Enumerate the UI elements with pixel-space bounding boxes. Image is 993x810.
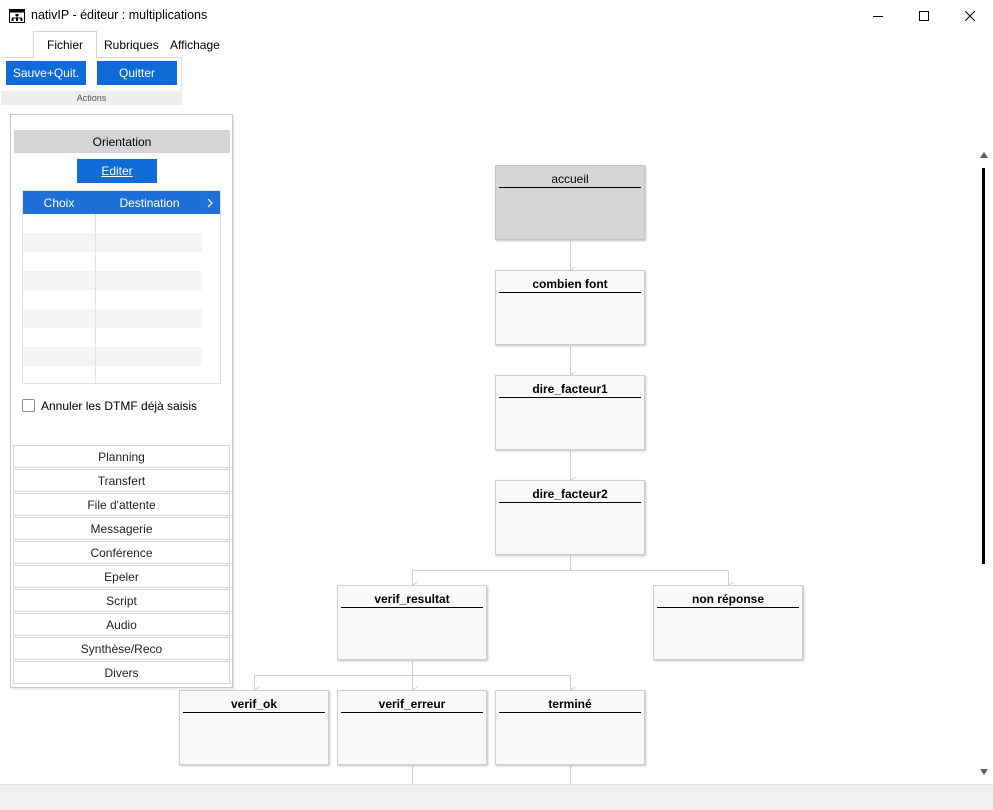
scroll-down-icon[interactable] xyxy=(980,769,988,775)
category-button-epeler[interactable]: Epeler xyxy=(13,565,230,588)
flow-node-accueil[interactable]: accueil xyxy=(495,165,645,240)
scroll-up-icon[interactable] xyxy=(980,152,988,158)
flow-node-non-reponse[interactable]: non réponse xyxy=(653,585,803,660)
flow-node-verif-resultat[interactable]: verif_resultat xyxy=(337,585,487,660)
tab-fichier[interactable]: Fichier xyxy=(33,31,97,58)
node-title: dire_facteur2 xyxy=(499,487,641,503)
category-button-file-attente[interactable]: File d'attente xyxy=(13,493,230,516)
category-button-script[interactable]: Script xyxy=(13,589,230,612)
flow-node-verif-erreur[interactable]: verif_erreur xyxy=(337,690,487,765)
flow-node-termine[interactable]: terminé xyxy=(495,690,645,765)
grid-row[interactable] xyxy=(23,271,202,290)
category-button-transfert[interactable]: Transfert xyxy=(13,469,230,492)
grid-row[interactable] xyxy=(23,309,202,328)
minimize-icon xyxy=(873,15,883,17)
close-icon xyxy=(965,10,975,21)
scrollbar-thumb[interactable] xyxy=(982,168,985,564)
flow-node-combien-font[interactable]: combien font xyxy=(495,270,645,345)
maximize-icon xyxy=(919,10,929,21)
category-button-conference[interactable]: Conférence xyxy=(13,541,230,564)
edit-button[interactable]: Editer xyxy=(77,159,157,183)
category-button-planning[interactable]: Planning xyxy=(13,445,230,468)
window-title: nativIP - éditeur : multiplications xyxy=(31,8,208,22)
category-button-synthese-reco[interactable]: Synthèse/Reco xyxy=(13,637,230,660)
horizontal-scrollbar[interactable] xyxy=(0,784,993,810)
save-quit-button[interactable]: Sauve+Quit. xyxy=(6,61,86,85)
grid-header: Choix Destination xyxy=(23,191,220,214)
node-title: combien font xyxy=(499,277,641,293)
title-bar: nativIP - éditeur : multiplications xyxy=(0,0,993,31)
category-button-audio[interactable]: Audio xyxy=(13,613,230,636)
node-title: accueil xyxy=(499,172,641,188)
node-title: verif_ok xyxy=(183,697,325,713)
tab-affichage[interactable]: Affichage xyxy=(170,37,220,52)
flow-node-dire-facteur2[interactable]: dire_facteur2 xyxy=(495,480,645,555)
maximize-button[interactable] xyxy=(901,0,947,31)
node-title: terminé xyxy=(499,697,641,713)
column-header-choix[interactable]: Choix xyxy=(43,196,75,210)
category-button-messagerie[interactable]: Messagerie xyxy=(13,517,230,540)
ribbon-group-label: Actions xyxy=(1,91,182,105)
grid-row[interactable] xyxy=(23,347,202,366)
flow-node-verif-ok[interactable]: verif_ok xyxy=(179,690,329,765)
choice-destination-grid[interactable]: Choix Destination xyxy=(22,190,221,384)
minimize-button[interactable] xyxy=(855,0,901,31)
quit-button[interactable]: Quitter xyxy=(97,61,177,85)
tab-rubriques[interactable]: Rubriques xyxy=(104,37,159,52)
node-title: dire_facteur1 xyxy=(499,382,641,398)
column-divider xyxy=(95,214,96,383)
node-title: non réponse xyxy=(657,592,799,608)
flow-node-dire-facteur1[interactable]: dire_facteur1 xyxy=(495,375,645,450)
column-header-destination[interactable]: Destination xyxy=(119,196,180,210)
dtmf-checkbox[interactable] xyxy=(22,399,35,412)
category-button-divers[interactable]: Divers xyxy=(13,661,230,684)
grid-row[interactable] xyxy=(23,233,202,252)
orientation-panel: Orientation Editer Choix Destination Ann… xyxy=(10,114,233,688)
close-button[interactable] xyxy=(947,0,993,31)
panel-header: Orientation xyxy=(14,130,230,153)
node-title: verif_erreur xyxy=(341,697,483,713)
node-title: verif_resultat xyxy=(341,592,483,608)
dtmf-checkbox-label: Annuler les DTMF déjà saisis xyxy=(41,399,198,413)
sitemap-icon xyxy=(9,9,25,23)
chevron-right-icon[interactable] xyxy=(207,198,213,208)
vertical-scrollbar[interactable] xyxy=(976,150,993,784)
